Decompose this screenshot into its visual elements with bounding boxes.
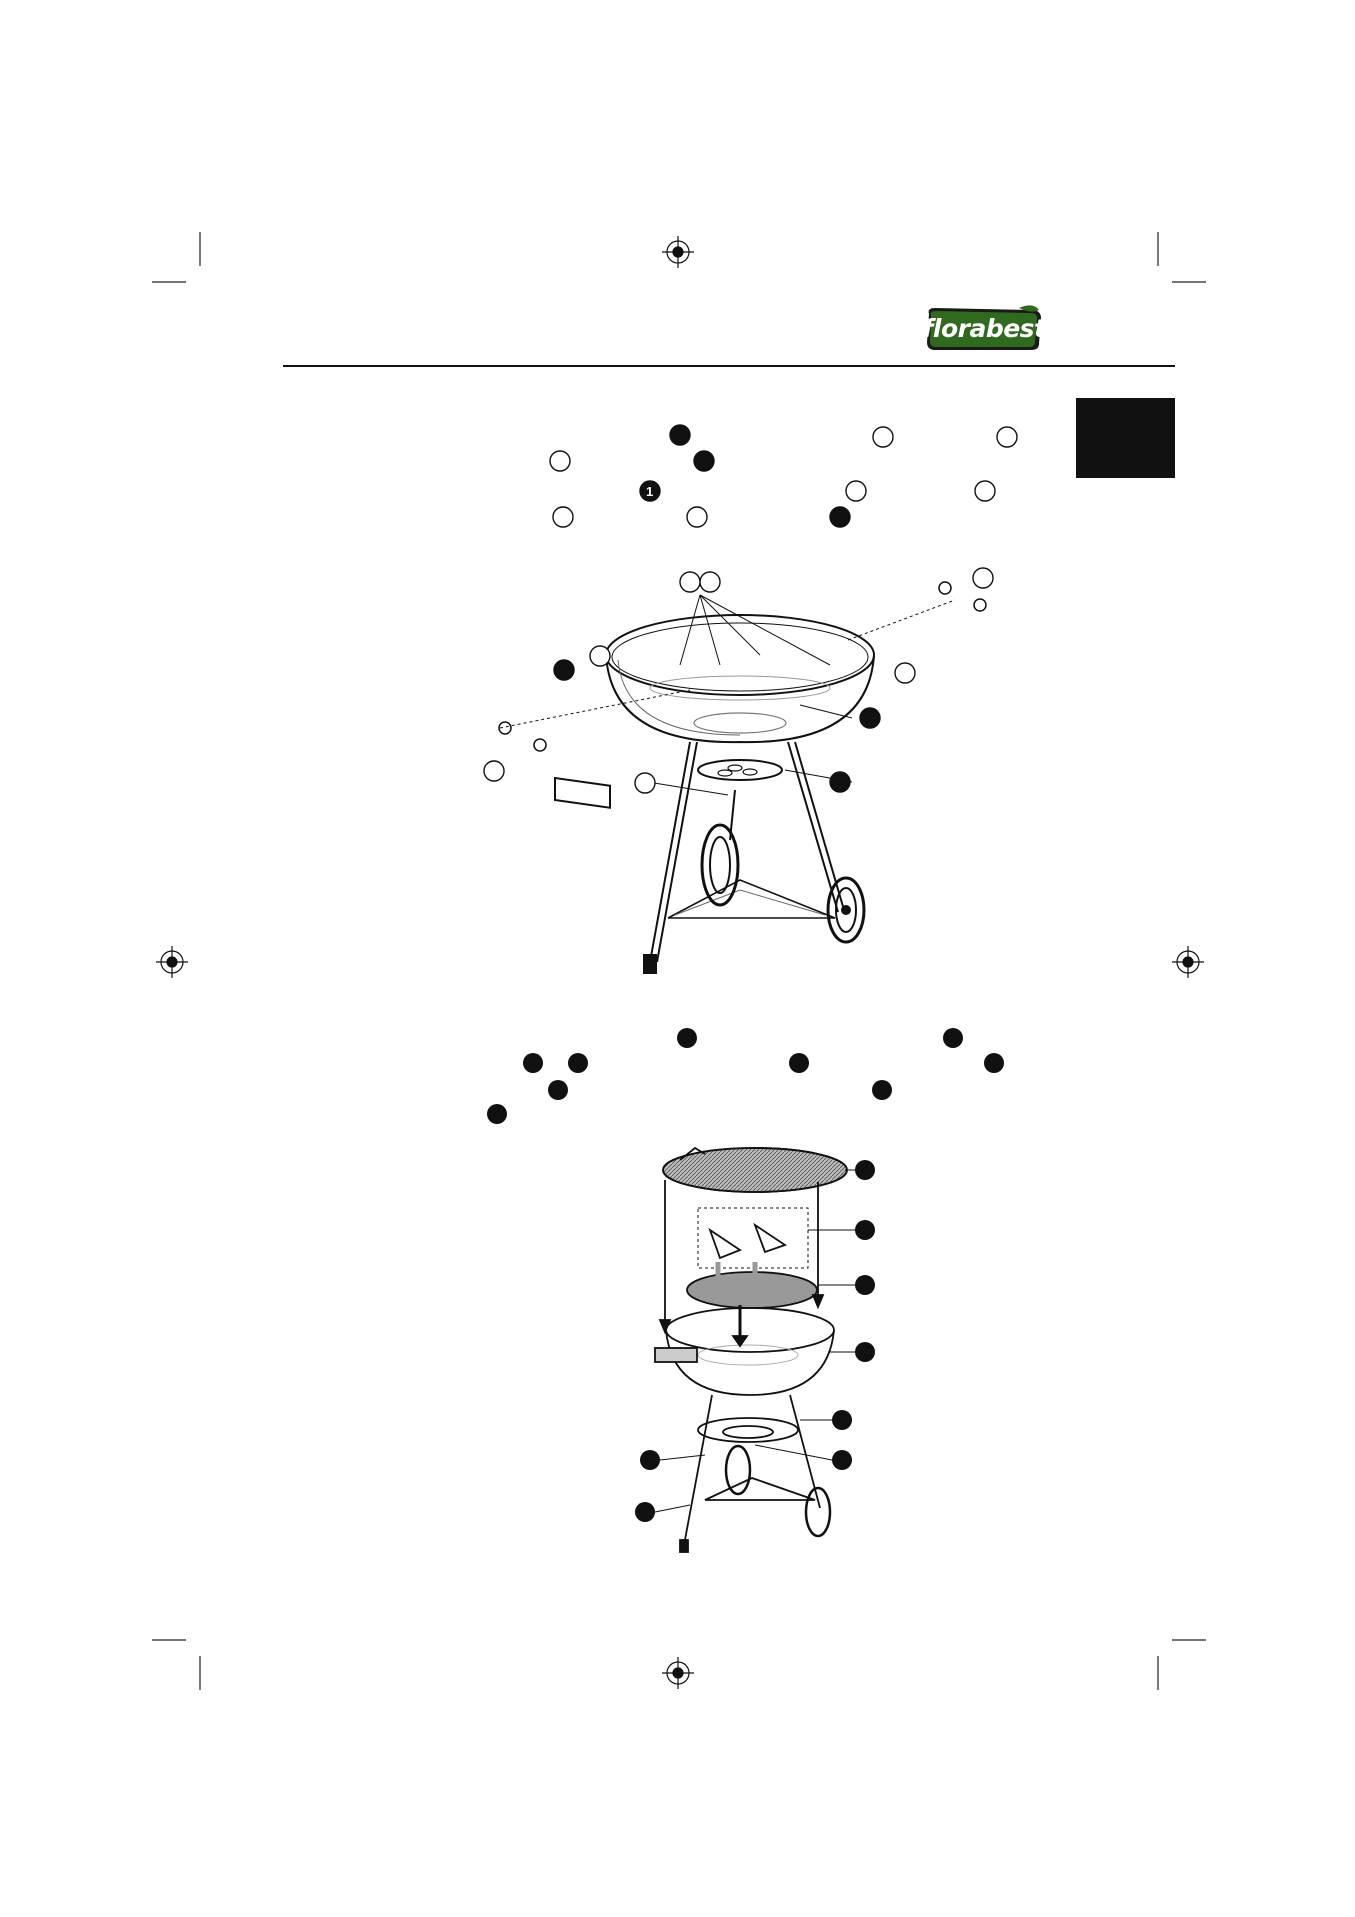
callout-filled: [487, 1104, 507, 1124]
assembly-figure-1: [483, 567, 994, 974]
callout-empty: [549, 450, 571, 472]
callout-filled: [677, 1028, 697, 1048]
callout-filled: [523, 1053, 543, 1073]
language-tab: [1076, 398, 1175, 478]
registration-crosshair-icon: [662, 1657, 694, 1689]
header-rule: [283, 365, 1175, 367]
callout-empty: [996, 426, 1018, 448]
callout-filled: [789, 1053, 809, 1073]
callout-empty: [872, 426, 894, 448]
registration-crosshair-icon: [1172, 946, 1204, 978]
callout-empty: [845, 480, 867, 502]
registration-crosshair-icon: [156, 946, 188, 978]
callout-filled: [669, 424, 691, 446]
callout-filled: [943, 1028, 963, 1048]
callout-filled: [548, 1080, 568, 1100]
callout-empty: [974, 480, 996, 502]
callout-filled: [568, 1053, 588, 1073]
brand-logo-text: florabest: [922, 313, 1047, 343]
callout-empty: [552, 506, 574, 528]
brand-logo: florabest: [922, 304, 1047, 352]
callout-filled: [872, 1080, 892, 1100]
callout-filled: [829, 506, 851, 528]
assembly-figure-2: [635, 1146, 875, 1553]
callout-empty: [686, 506, 708, 528]
callout-filled: [984, 1053, 1004, 1073]
registration-crosshair-icon: [662, 236, 694, 268]
callout-filled: [693, 450, 715, 472]
callout-number: 1: [646, 484, 653, 499]
callout-filled: [639, 480, 661, 502]
